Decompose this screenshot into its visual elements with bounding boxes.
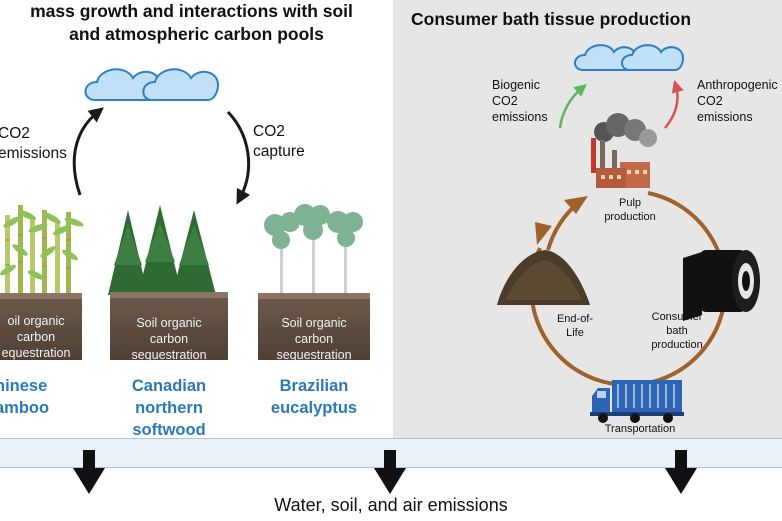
species-2-name-line2: northern bbox=[135, 399, 203, 417]
pulp-label-line1: Pulp bbox=[618, 197, 642, 209]
consumer-label-line3: production bbox=[651, 339, 703, 351]
pulp-label-line2: production bbox=[604, 211, 656, 223]
species-3-name-line2: eucalyptus bbox=[270, 399, 358, 417]
cloud-icon bbox=[574, 44, 685, 71]
soil-label-3-line2: carbon bbox=[294, 332, 334, 346]
soil-label-1-line1: oil organic bbox=[7, 314, 65, 328]
emissions-label-line1: CO2 bbox=[0, 125, 30, 142]
left-title-line2: and atmospheric carbon pools bbox=[69, 24, 324, 44]
spruce-icon bbox=[108, 205, 216, 295]
compost-pile-icon bbox=[497, 250, 590, 305]
production-cycle bbox=[529, 191, 728, 387]
species-1-name-line1: hinese bbox=[0, 377, 48, 395]
soil-label-3-line3: sequestration bbox=[276, 348, 352, 362]
species-1-name-line2: amboo bbox=[0, 399, 50, 417]
soil-label-3-line1: Soil organic bbox=[281, 316, 347, 330]
soil-label-2-line3: sequestration bbox=[131, 348, 207, 362]
down-arrow-icon bbox=[374, 450, 406, 494]
anthropogenic-label-line3: emissions bbox=[697, 110, 753, 124]
end-of-life-label-line2: Life bbox=[566, 327, 584, 339]
bamboo-icon bbox=[0, 205, 84, 300]
soil-label-2-line1: Soil organic bbox=[136, 316, 202, 330]
toilet-roll-icon bbox=[683, 250, 760, 321]
anthropogenic-label-line2: CO2 bbox=[697, 94, 723, 108]
biogenic-label-line3: emissions bbox=[492, 110, 548, 124]
soil-block-icon bbox=[0, 293, 82, 360]
capture-label-line2: capture bbox=[253, 143, 305, 160]
biogenic-label-line2: CO2 bbox=[492, 94, 518, 108]
down-arrows bbox=[73, 450, 697, 494]
capture-label-line1: CO2 bbox=[253, 123, 285, 140]
biogenic-arrow bbox=[558, 83, 587, 129]
consumer-label-line1: Consumer bbox=[651, 311, 703, 323]
left-title-line1: mass growth and interactions with soil bbox=[30, 1, 353, 21]
species-2-name-line3: softwood bbox=[132, 421, 206, 439]
species-3-name-line1: Brazilian bbox=[279, 377, 349, 395]
species-2-name-line1: Canadian bbox=[131, 377, 207, 395]
soil-block-icon bbox=[258, 293, 370, 360]
soil-block-icon bbox=[110, 292, 228, 360]
factory-icon bbox=[591, 113, 657, 188]
right-title: Consumer bath tissue production bbox=[411, 9, 692, 29]
down-arrow-icon bbox=[73, 450, 105, 494]
end-of-life-label-line1: End-of- bbox=[556, 313, 594, 325]
illustration-canvas bbox=[0, 44, 760, 423]
truck-icon bbox=[590, 380, 684, 423]
soil-label-1-line3: equestration bbox=[1, 346, 71, 360]
down-arrow-icon bbox=[665, 450, 697, 494]
eucalyptus-icon bbox=[264, 204, 363, 298]
anthropogenic-arrow bbox=[664, 79, 684, 129]
cloud-icon bbox=[84, 68, 220, 101]
transportation-label: Transportation bbox=[604, 423, 676, 435]
footer-label: Water, soil, and air emissions bbox=[274, 495, 508, 515]
emissions-arrow bbox=[72, 107, 104, 196]
soil-label-1-line2: carbon bbox=[16, 330, 56, 344]
anthropogenic-label-line1: Anthropogenic bbox=[697, 78, 778, 92]
soil-label-2-line2: carbon bbox=[149, 332, 189, 346]
emissions-label-line2: emissions bbox=[0, 145, 67, 162]
biogenic-label-line1: Biogenic bbox=[492, 78, 540, 92]
right-panel bbox=[393, 0, 782, 438]
consumer-label-line2: bath bbox=[666, 325, 688, 337]
capture-arrow bbox=[226, 110, 251, 205]
